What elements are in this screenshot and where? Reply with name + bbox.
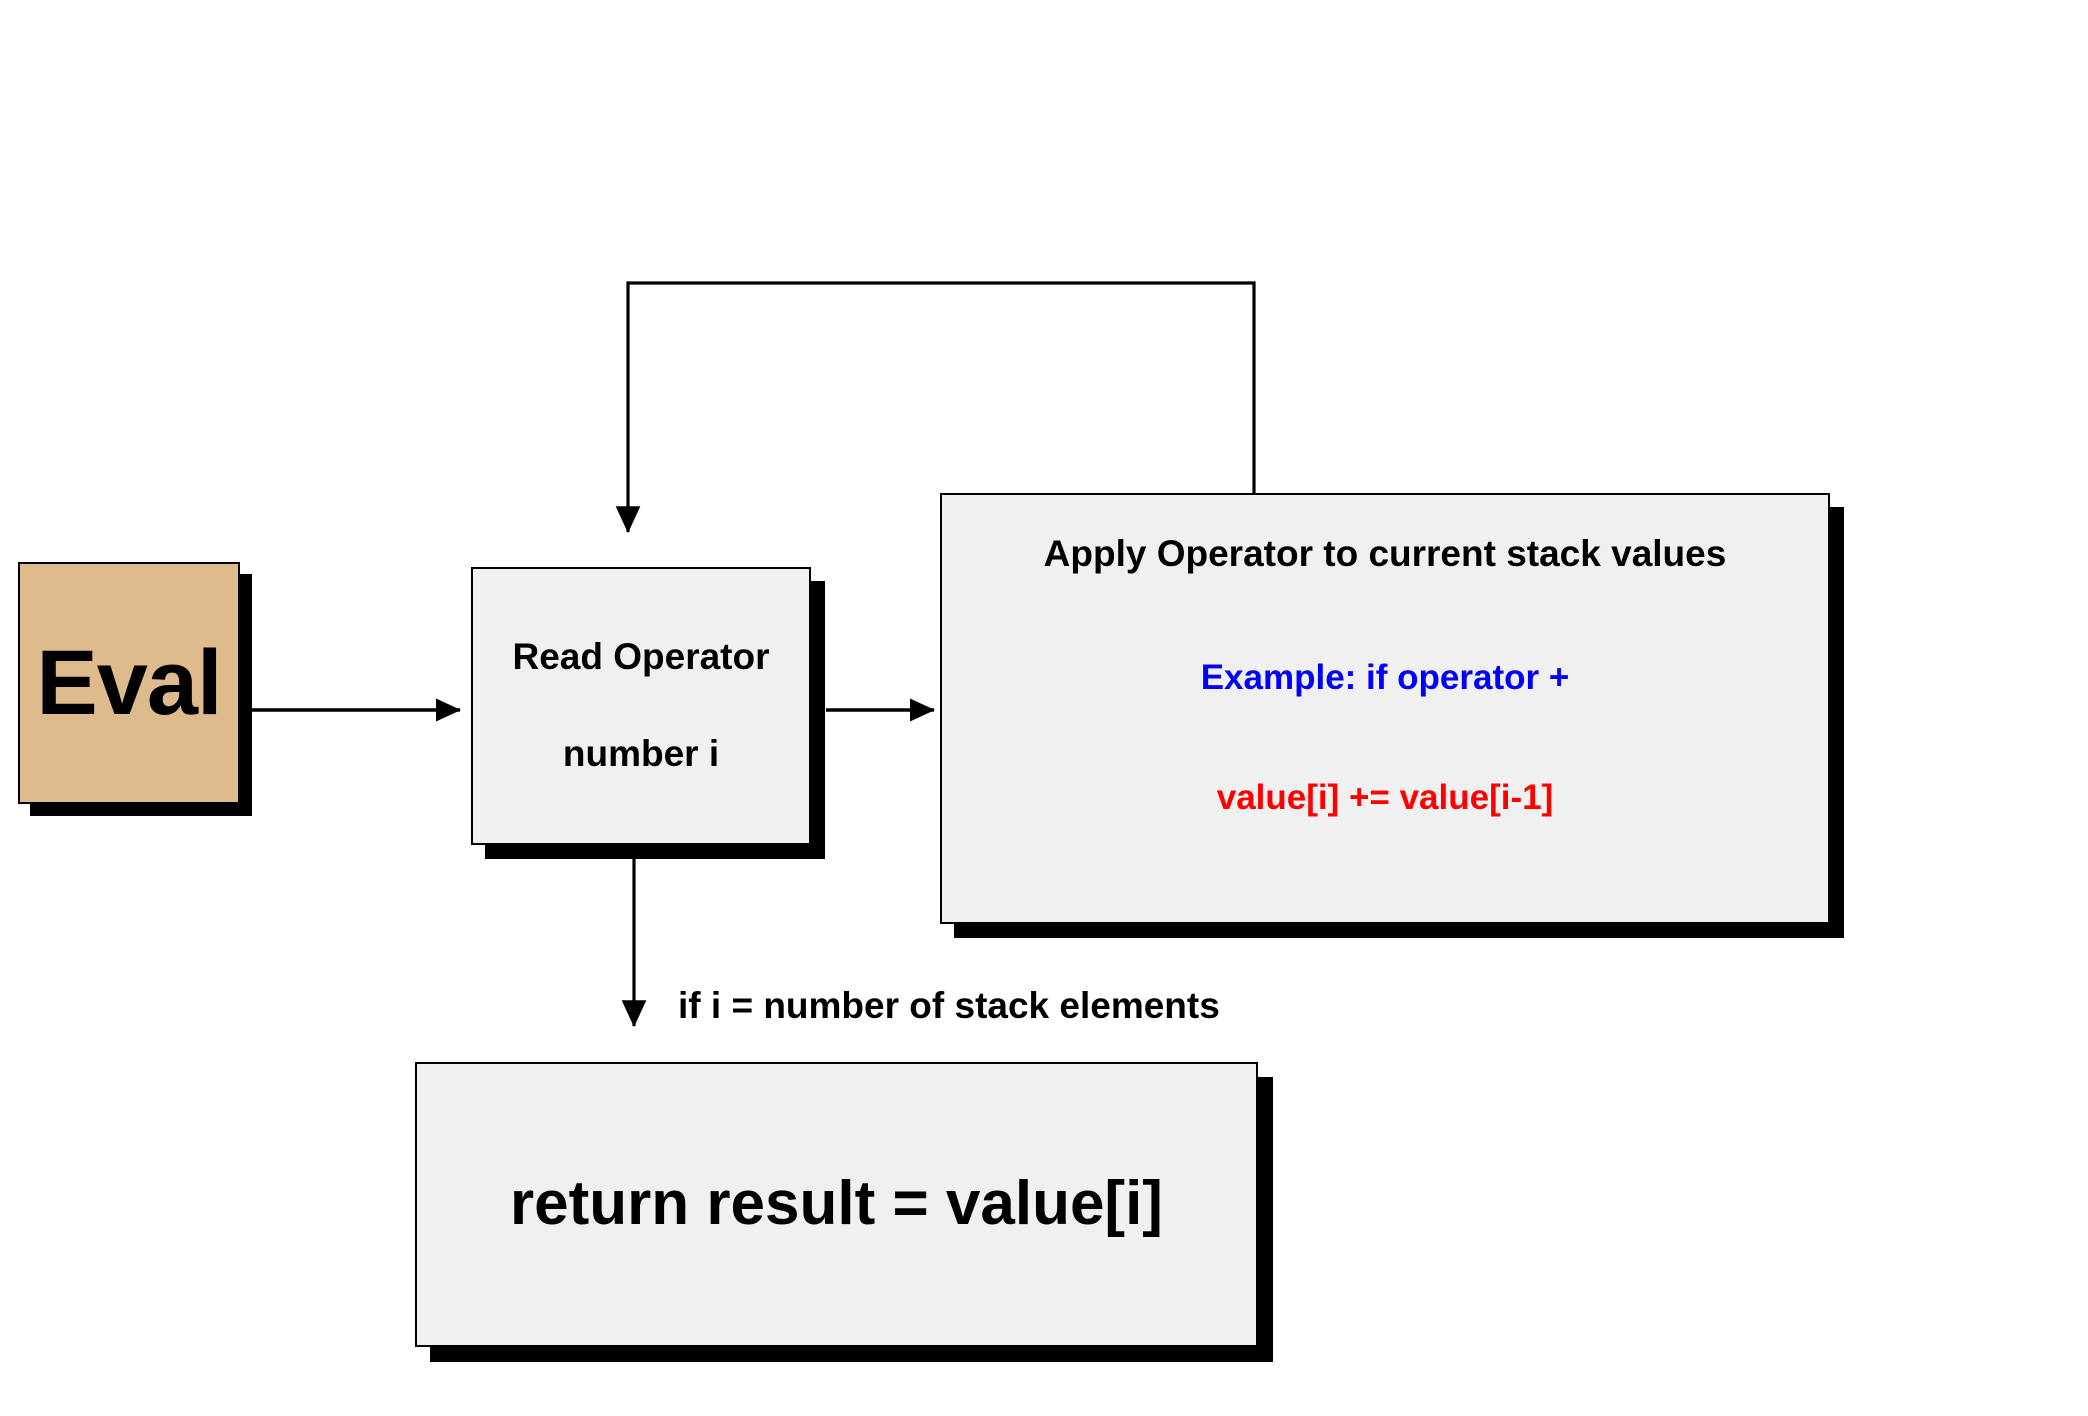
- read-operator-node[interactable]: Read Operator number i: [471, 567, 811, 845]
- apply-operator-node-formula-line: value[i] += value[i-1]: [1216, 777, 1554, 817]
- read-operator-node-line2: number i: [562, 733, 720, 774]
- eval-node-label: Eval: [36, 632, 222, 734]
- apply-operator-node[interactable]: Apply Operator to current stack values E…: [940, 493, 1830, 924]
- return-result-node[interactable]: return result = value[i]: [415, 1062, 1258, 1347]
- return-result-node-label: return result = value[i]: [510, 1169, 1163, 1239]
- apply-operator-node-example-line: Example: if operator +: [1200, 657, 1570, 697]
- eval-node[interactable]: Eval: [18, 562, 240, 804]
- apply-operator-node-line1: Apply Operator to current stack values: [1043, 533, 1727, 574]
- read-operator-node-line1: Read Operator: [512, 636, 770, 678]
- edge-label-read-to-return: if i = number of stack elements: [678, 985, 1220, 1026]
